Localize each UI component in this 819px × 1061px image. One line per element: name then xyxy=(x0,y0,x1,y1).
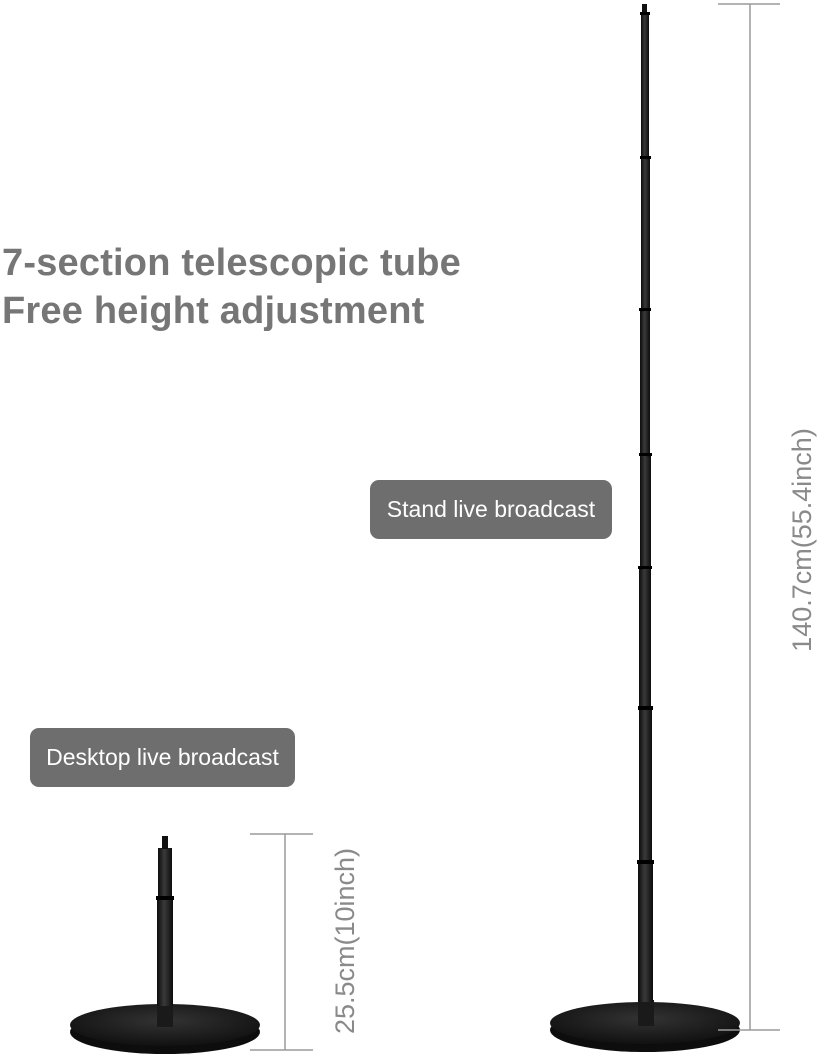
tall-pole-section-2 xyxy=(641,158,650,312)
short-dimension-line xyxy=(250,833,313,1051)
stand-live-broadcast-badge: Stand live broadcast xyxy=(370,480,612,539)
short-stand-foot xyxy=(157,1003,173,1027)
tall-pole-tip xyxy=(642,4,647,15)
tall-pole-section-1 xyxy=(641,14,649,160)
headline-line-2: Free height adjustment xyxy=(2,290,425,332)
tall-pole-section-4 xyxy=(640,455,651,570)
tall-stand xyxy=(550,4,740,1052)
tall-pole-section-6 xyxy=(639,708,652,864)
tall-pole-section-3 xyxy=(640,310,650,457)
headline-line-1: 7-section telescopic tube xyxy=(2,242,462,284)
tall-stand-foot xyxy=(638,1000,654,1026)
tall-dimension-line xyxy=(718,3,780,1031)
desktop-live-broadcast-badge: Desktop live broadcast xyxy=(30,728,295,787)
short-pole-lower xyxy=(157,898,173,1006)
short-stand xyxy=(70,836,260,1054)
tall-height-label: 140.7cm(55.4inch) xyxy=(787,428,817,652)
tall-pole-section-7 xyxy=(638,862,653,1002)
short-height-label: 25.5cm(10inch) xyxy=(330,847,360,1035)
short-pole-upper xyxy=(158,848,172,900)
short-pole-tip xyxy=(162,836,168,849)
tall-pole-section-5 xyxy=(639,568,651,710)
